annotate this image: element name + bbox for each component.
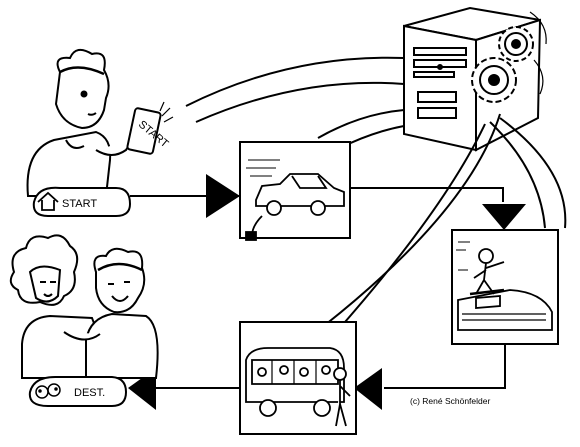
- speed-lines: [456, 241, 470, 271]
- start-node[interactable]: START: [32, 186, 132, 217]
- motion-lines: [529, 11, 547, 95]
- signal-lines: [159, 101, 174, 123]
- surfer-figure: [469, 248, 505, 296]
- flow-lines: [130, 187, 506, 389]
- copyright-text: (c) René Schönfelder: [410, 396, 490, 406]
- electric-car-icon: [245, 159, 345, 241]
- car-panel[interactable]: [239, 141, 351, 241]
- gear-icon: [471, 26, 534, 103]
- destination-node[interactable]: DEST.: [28, 375, 128, 407]
- couple-illustration: [9, 234, 159, 379]
- house-icon: [37, 191, 59, 211]
- standing-figure: [333, 367, 351, 427]
- bus-icon: [245, 347, 345, 417]
- train-icon: [457, 289, 553, 331]
- start-label: START: [62, 198, 97, 210]
- people-icon: [35, 383, 61, 399]
- destination-label: DEST.: [74, 387, 105, 399]
- person-with-phone: [26, 48, 162, 197]
- bus-panel[interactable]: [239, 321, 357, 435]
- train-panel[interactable]: [451, 229, 559, 345]
